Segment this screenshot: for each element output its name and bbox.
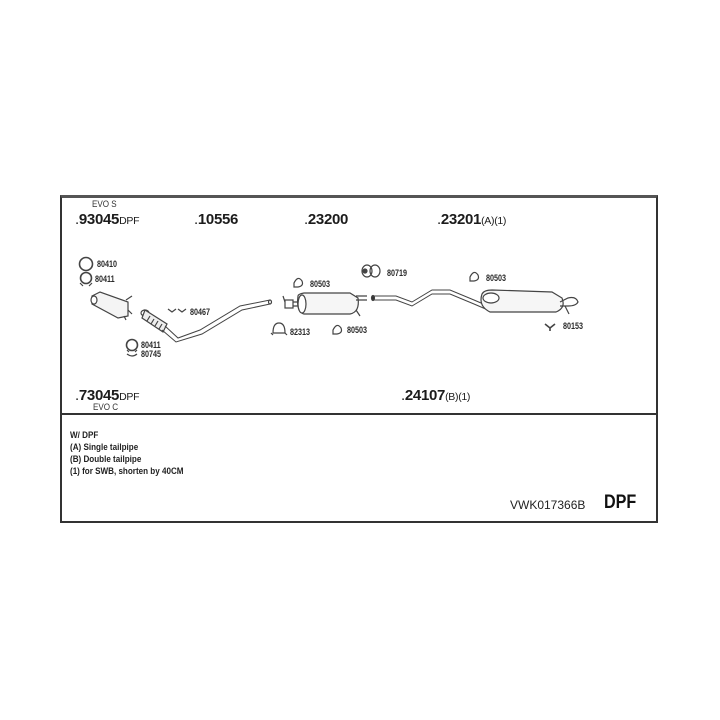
ring-gasket-icon	[78, 256, 94, 272]
part-dot: .	[304, 211, 308, 228]
bracket-icon	[544, 323, 556, 331]
front-pipe-drawing	[161, 299, 273, 343]
clamp-ring-icon	[125, 338, 139, 353]
notes-list: W/ DPF (A) Single tailpipe (B) Double ta…	[70, 430, 204, 478]
part-dot: .	[75, 387, 79, 404]
rubber-hanger-icon	[332, 324, 343, 335]
mounting-rubber-icon	[361, 264, 381, 278]
kit-code: VWK017366B	[510, 498, 586, 512]
part-dot: .	[401, 387, 405, 404]
bolt-set-icon	[167, 308, 187, 313]
accessory-80467[interactable]: 80467	[190, 307, 211, 317]
flex-pipe-drawing	[140, 309, 168, 333]
part-dot: .	[194, 211, 198, 228]
kit-type-badge: DPF	[604, 492, 637, 513]
accessory-80719[interactable]: 80719	[387, 268, 408, 278]
rear-silencer-drawing	[480, 289, 579, 315]
accessory-80411[interactable]: 80411	[95, 274, 115, 284]
part-number-93045[interactable]: .93045DPF	[75, 211, 140, 228]
diagram-frame	[60, 195, 658, 523]
accessory-82313[interactable]: 82313	[290, 327, 311, 337]
accessory-80503-a[interactable]: 80503	[310, 279, 331, 289]
part-number-23200[interactable]: .23200	[304, 211, 349, 228]
accessory-80503-b[interactable]: 80503	[347, 325, 368, 335]
note-line: W/ DPF	[70, 430, 99, 441]
clamp-ring-icon	[79, 271, 93, 287]
accessory-80411-lower[interactable]: 80411	[141, 340, 161, 350]
rubber-hanger-icon	[293, 277, 304, 288]
accessory-80410[interactable]: 80410	[97, 259, 118, 269]
part-number-24107[interactable]: .24107(B)(1)	[401, 387, 471, 404]
centre-silencer-drawing	[282, 292, 367, 317]
accessory-80503-c[interactable]: 80503	[486, 273, 507, 283]
notes-divider	[60, 413, 658, 415]
intermediate-pipe-drawing	[370, 289, 489, 311]
note-line: (1) for SWB, shorten by 40CM	[70, 466, 184, 477]
accessory-80745[interactable]: 80745	[141, 349, 162, 359]
dpf-unit-drawing	[90, 291, 133, 321]
rubber-hanger-icon	[469, 271, 480, 282]
note-line: (B) Double tailpipe	[70, 454, 142, 465]
part-dot: .	[437, 211, 441, 228]
part-dot: .	[75, 211, 79, 228]
accessory-80153[interactable]: 80153	[563, 321, 584, 331]
u-clamp-icon	[270, 322, 288, 336]
part-number-23201[interactable]: .23201(A)(1)	[437, 211, 507, 228]
variant-label-evo-c: EVO C	[93, 402, 119, 413]
part-number-10556[interactable]: .10556	[194, 211, 239, 228]
part-number-73045[interactable]: .73045DPF	[75, 387, 140, 404]
spring-clip-icon	[126, 353, 138, 357]
note-line: (A) Single tailpipe	[70, 442, 139, 453]
variant-label-evo-s: EVO S	[92, 199, 117, 210]
